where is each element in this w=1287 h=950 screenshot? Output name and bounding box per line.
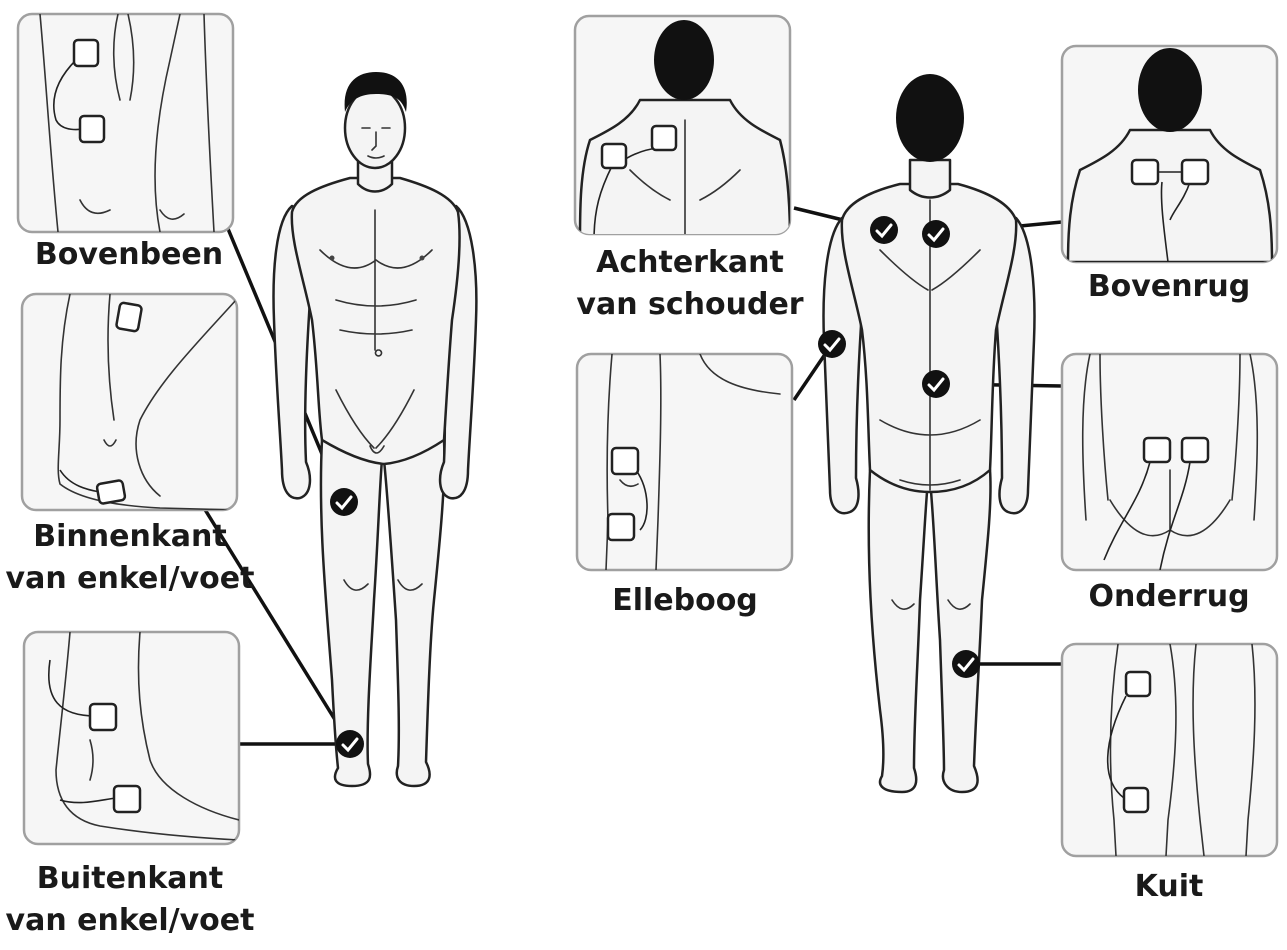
- inset-kuit: [1060, 642, 1279, 858]
- inset-binnenkant-enkel: [20, 292, 239, 512]
- label-achterkant-line2: van schouder: [576, 287, 804, 322]
- check-marker-icon: [336, 730, 364, 758]
- connector-binnenkant-enkel: [202, 507, 352, 745]
- check-marker-icon: [870, 216, 898, 244]
- label-achterkant-schouder: Achterkant van schouder: [570, 242, 810, 326]
- placement-markers: [330, 216, 980, 758]
- back-body-figure: [822, 74, 1036, 794]
- label-binnenkant-enkel: Binnenkant van enkel/voet: [0, 516, 260, 600]
- inset-bovenrug: [1060, 44, 1279, 264]
- label-binnenkant-line2: van enkel/voet: [5, 561, 255, 596]
- label-buitenkant-enkel: Buitenkant van enkel/voet: [0, 858, 260, 942]
- label-elleboog: Elleboog: [570, 580, 800, 622]
- label-bovenbeen-text: Bovenbeen: [34, 237, 224, 272]
- check-marker-icon: [922, 220, 950, 248]
- label-onderrug-text: Onderrug: [1088, 579, 1250, 614]
- label-onderrug: Onderrug: [1056, 576, 1282, 618]
- inset-bovenbeen: [16, 12, 235, 234]
- label-elleboog-text: Elleboog: [612, 583, 758, 618]
- inset-onderrug: [1060, 352, 1279, 572]
- check-marker-icon: [952, 650, 980, 678]
- label-buitenkant-line1: Buitenkant: [36, 861, 224, 896]
- label-binnenkant-line1: Binnenkant: [33, 519, 227, 554]
- label-kuit: Kuit: [1056, 866, 1282, 908]
- check-marker-icon: [330, 488, 358, 516]
- inset-achterkant-schouder: [573, 14, 792, 236]
- inset-elleboog: [575, 352, 794, 572]
- label-bovenbeen: Bovenbeen: [14, 234, 244, 276]
- label-kuit-text: Kuit: [1134, 869, 1204, 904]
- check-marker-icon: [818, 330, 846, 358]
- check-marker-icon: [922, 370, 950, 398]
- label-achterkant-line1: Achterkant: [596, 245, 784, 280]
- label-bovenrug: Bovenrug: [1056, 266, 1282, 308]
- front-body-figure: [272, 72, 478, 788]
- label-buitenkant-line2: van enkel/voet: [5, 903, 255, 938]
- inset-buitenkant-enkel: [22, 630, 241, 846]
- label-bovenrug-text: Bovenrug: [1087, 269, 1251, 304]
